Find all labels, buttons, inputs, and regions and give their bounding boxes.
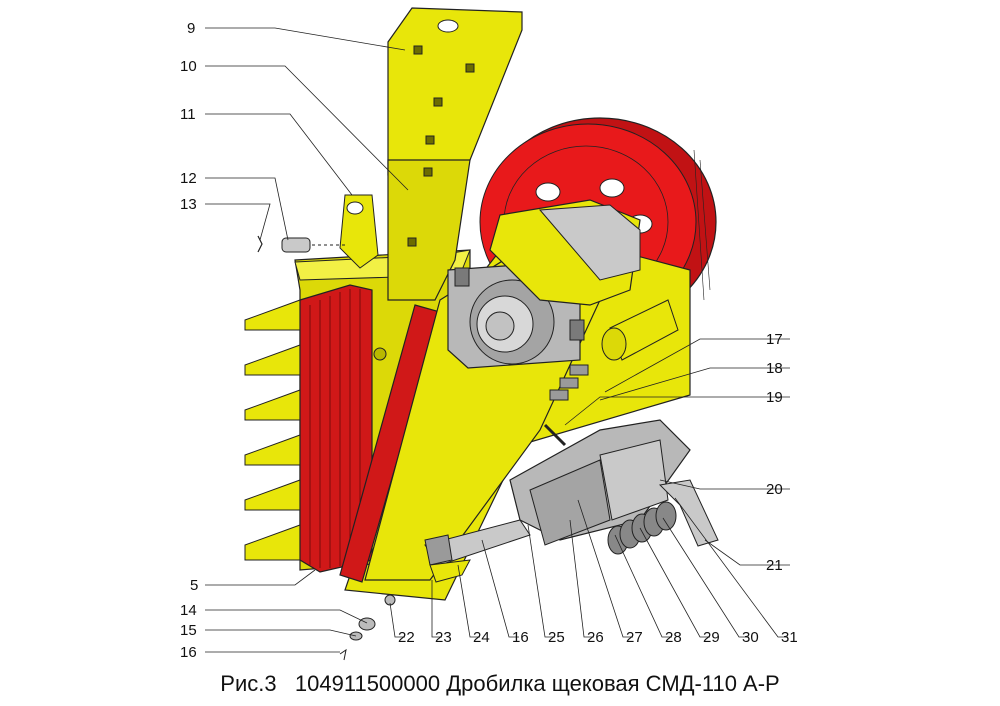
- movable-jaw-plate: [339, 304, 441, 583]
- tension-rod: [601, 299, 679, 361]
- figure-number: Рис.3: [220, 671, 277, 696]
- callout-27: 27: [626, 629, 643, 646]
- flywheel-hub: [489, 199, 641, 306]
- callout-20: 20: [766, 481, 783, 498]
- callout-11: 11: [180, 106, 196, 123]
- callout-13: 13: [180, 196, 197, 213]
- feed-guard-plate: [387, 7, 523, 301]
- callout-15: 15: [180, 622, 197, 639]
- callout-14: 14: [180, 602, 197, 619]
- figure-title: 104911500000 Дробилка щековая СМД-110 А-…: [294, 671, 780, 696]
- figure-caption: Рис.3 104911500000 Дробилка щековая СМД-…: [0, 671, 1000, 697]
- callout-25: 25: [548, 629, 565, 646]
- callout-28: 28: [665, 629, 682, 646]
- callout-22: 22: [398, 629, 415, 646]
- callout-19: 19: [766, 389, 783, 406]
- callout-18: 18: [766, 360, 783, 377]
- spring: [607, 501, 677, 555]
- callout-29: 29: [703, 629, 720, 646]
- callout-24: 24: [473, 629, 490, 646]
- leader-lines: [205, 27, 790, 653]
- pin: [281, 237, 348, 253]
- adjusting-bolts: [549, 364, 589, 401]
- callout-12: 12: [180, 170, 197, 187]
- callout-10: 10: [180, 58, 197, 75]
- callout-21: 21: [766, 557, 783, 574]
- callout-30: 30: [742, 629, 759, 646]
- fastener-parts: [339, 594, 396, 661]
- callout-9: 9: [187, 20, 195, 37]
- callout-5: 5: [190, 577, 198, 594]
- callout-26: 26: [587, 629, 604, 646]
- callout-labels: 9 10 11 12 13 17 18 19 20 21 5 14 15 16 …: [180, 20, 798, 661]
- cotter-pin: [257, 235, 263, 253]
- callout-17: 17: [766, 331, 783, 348]
- callout-16-bottom: 16: [512, 629, 529, 646]
- callout-16-left: 16: [180, 644, 197, 661]
- adjustment-mechanism: [424, 419, 719, 583]
- callout-31: 31: [781, 629, 798, 646]
- lifting-bracket: [339, 194, 379, 269]
- callout-23: 23: [435, 629, 452, 646]
